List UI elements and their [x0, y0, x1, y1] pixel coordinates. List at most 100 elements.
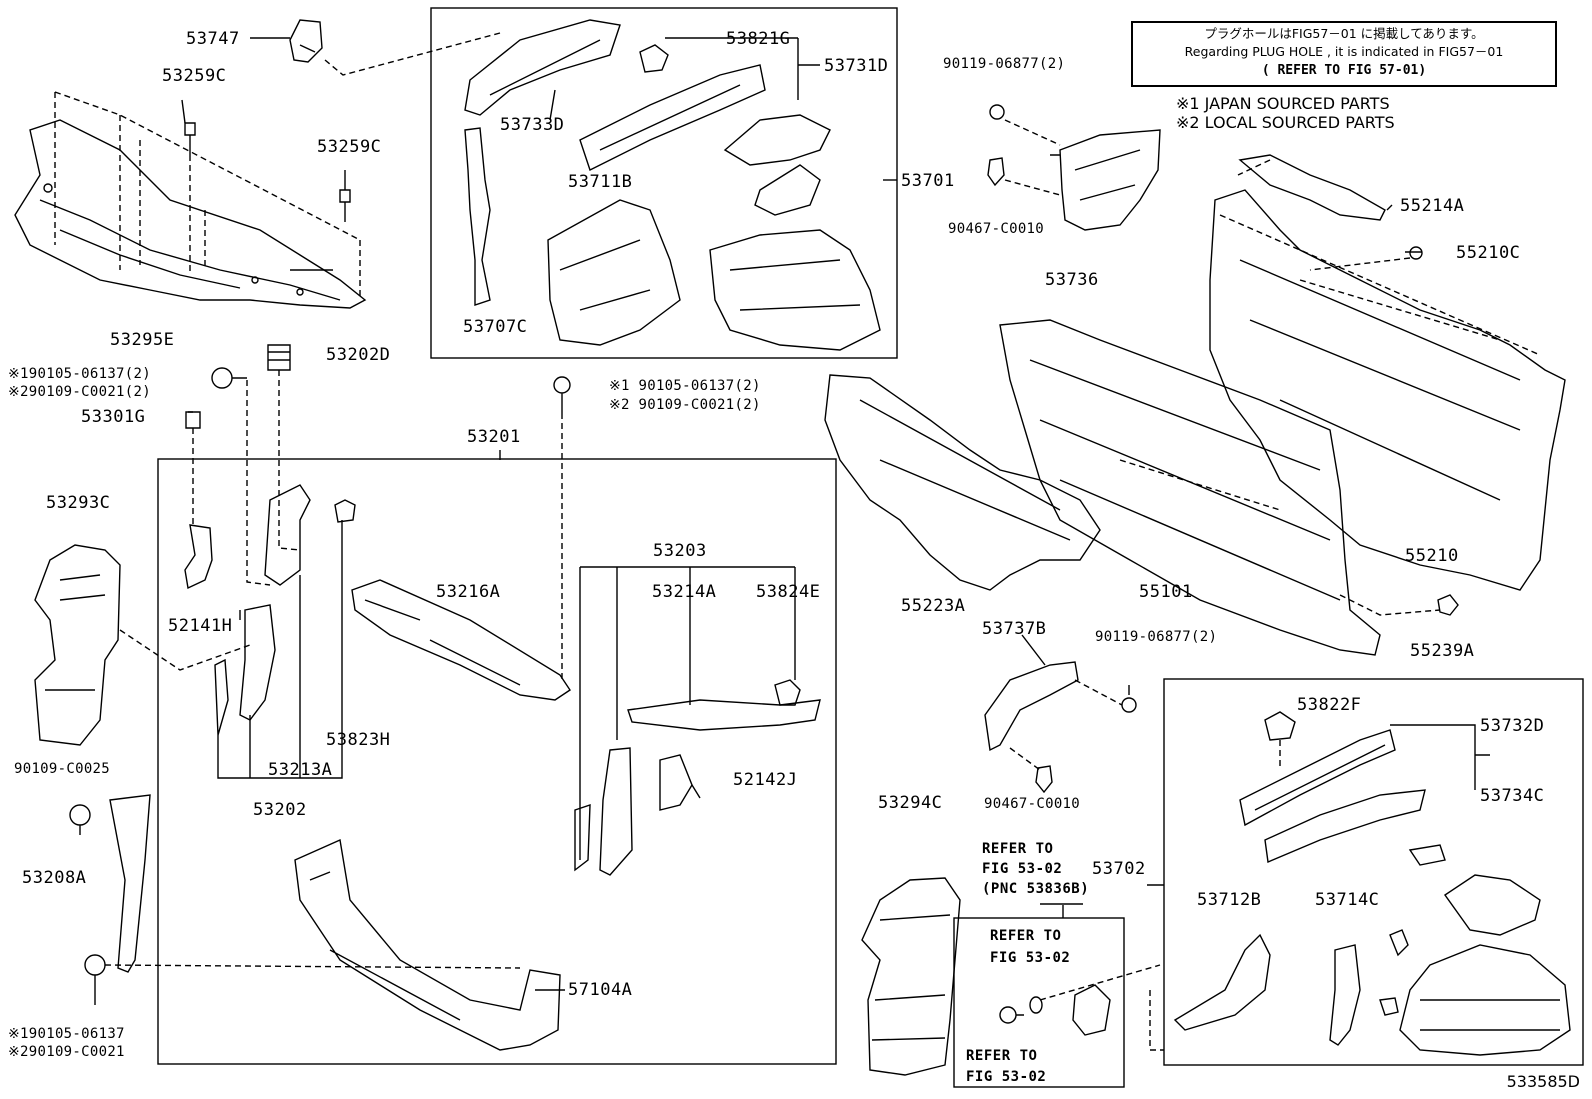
- label-90119-06877-a[interactable]: 90119-06877(2): [943, 56, 1066, 72]
- label-52142J[interactable]: 52142J: [733, 770, 798, 790]
- label-52141H[interactable]: 52141H: [168, 616, 233, 636]
- label-53702[interactable]: 53702: [1092, 859, 1146, 879]
- label-53202D[interactable]: 53202D: [326, 345, 391, 365]
- part-53707C: [464, 127, 491, 306]
- label-53301G[interactable]: 53301G: [81, 407, 146, 427]
- label-53712B[interactable]: 53712B: [1197, 890, 1262, 910]
- label-bolt-left-1[interactable]: ※190105-06137(2): [8, 366, 151, 382]
- part-53203-pillar: [574, 747, 633, 876]
- part-55101: [999, 319, 1381, 656]
- label-53294C[interactable]: 53294C: [878, 793, 943, 813]
- label-55214A[interactable]: 55214A: [1400, 196, 1465, 216]
- refer-3-line-b[interactable]: FIG 53-02: [966, 1069, 1047, 1085]
- part-53293C: [34, 544, 121, 746]
- label-53208A[interactable]: 53208A: [22, 868, 87, 888]
- label-55210[interactable]: 55210: [1405, 546, 1459, 566]
- label-53823H[interactable]: 53823H: [326, 730, 391, 750]
- label-55101[interactable]: 55101: [1139, 582, 1193, 602]
- label-90467-C0010-b[interactable]: 90467-C0010: [984, 796, 1081, 812]
- label-53731D[interactable]: 53731D: [824, 56, 889, 76]
- part-53737B: [984, 661, 1079, 752]
- bolt-ref: [999, 1006, 1024, 1024]
- label-90467-C0010-a[interactable]: 90467-C0010: [948, 221, 1045, 237]
- group-box-refer: [953, 917, 1125, 1088]
- part-53822F: [1264, 711, 1296, 741]
- part-53213A: [214, 484, 311, 736]
- part-53824E: [774, 679, 801, 706]
- group-box-53701: [430, 7, 898, 359]
- label-bolt-bl-1[interactable]: ※190105-06137: [8, 1026, 125, 1042]
- label-53733D[interactable]: 53733D: [500, 115, 565, 135]
- label-53822F[interactable]: 53822F: [1297, 695, 1362, 715]
- label-53295E[interactable]: 53295E: [110, 330, 175, 350]
- refer-2-line-a: REFER TO: [990, 928, 1062, 944]
- part-53301G: [185, 411, 201, 429]
- part-55210: [1209, 189, 1566, 591]
- part-53732D: [1239, 729, 1396, 827]
- label-53824E[interactable]: 53824E: [756, 582, 821, 602]
- part-53712B: [1173, 933, 1271, 1031]
- group-box-53201: [157, 458, 837, 1065]
- part-52142J: [659, 754, 693, 811]
- part-53208A: [109, 794, 151, 973]
- label-53293C[interactable]: 53293C: [46, 493, 111, 513]
- label-53737B[interactable]: 53737B: [982, 619, 1047, 639]
- label-55239A[interactable]: 55239A: [1410, 641, 1475, 661]
- part-clip-2: [1379, 929, 1409, 1016]
- bracket-53203: [579, 566, 796, 860]
- washer-ref: [1029, 996, 1043, 1014]
- label-53214A[interactable]: 53214A: [652, 582, 717, 602]
- label-90119-06877-b[interactable]: 90119-06877(2): [1095, 629, 1218, 645]
- part-apron-2: [1399, 944, 1571, 1056]
- part-53736: [1059, 129, 1161, 231]
- clip-53259C-a: [184, 122, 196, 155]
- label-55210C[interactable]: 55210C: [1456, 243, 1521, 263]
- part-52141H: [184, 524, 213, 590]
- label-53736[interactable]: 53736: [1045, 270, 1099, 290]
- label-90109-C0025[interactable]: 90109-C0025: [14, 761, 111, 777]
- label-53734C[interactable]: 53734C: [1480, 786, 1545, 806]
- refer-2-line-b[interactable]: FIG 53-02: [990, 950, 1071, 966]
- label-53259C-a[interactable]: 53259C: [162, 66, 227, 86]
- label-bolt-bl-2[interactable]: ※290109-C0021: [8, 1044, 125, 1060]
- part-53821G: [639, 44, 669, 73]
- part-55239A: [1437, 594, 1459, 616]
- group-box-53702: [1163, 678, 1584, 1066]
- part-53733D: [464, 19, 621, 116]
- legend-japan-sourced: ※1 JAPAN SOURCED PARTS: [1176, 94, 1390, 113]
- label-bolt-mid-2[interactable]: ※2 90109-C0021(2): [609, 397, 761, 413]
- part-53202D: [267, 344, 291, 371]
- dash-53295E-box: [54, 91, 361, 300]
- label-53259C-b[interactable]: 53259C: [317, 137, 382, 157]
- label-53714C[interactable]: 53714C: [1315, 890, 1380, 910]
- label-53201[interactable]: 53201: [467, 427, 521, 447]
- refer-1-line-c: (PNC 53836B): [982, 881, 1090, 897]
- part-53294C: [861, 877, 961, 1076]
- label-53213A[interactable]: 53213A: [268, 760, 333, 780]
- diagram-code: 533585D: [1506, 1072, 1580, 1091]
- note-refer-link[interactable]: ( REFER TO FIG 57-01): [1261, 63, 1427, 78]
- label-bolt-left-2[interactable]: ※290109-C0021(2): [8, 384, 151, 400]
- label-53202[interactable]: 53202: [253, 800, 307, 820]
- label-53701[interactable]: 53701: [901, 171, 955, 191]
- part-53216A: [351, 579, 571, 701]
- label-53732D[interactable]: 53732D: [1480, 716, 1545, 736]
- label-53747[interactable]: 53747: [186, 29, 240, 49]
- part-53214A: [627, 699, 821, 731]
- label-53216A[interactable]: 53216A: [436, 582, 501, 602]
- label-55223A[interactable]: 55223A: [901, 596, 966, 616]
- refer-3-line-a: REFER TO: [966, 1048, 1038, 1064]
- label-53203[interactable]: 53203: [653, 541, 707, 561]
- label-53711B[interactable]: 53711B: [568, 172, 633, 192]
- bolt-bottom-left: [84, 954, 106, 1005]
- label-bolt-mid-1[interactable]: ※1 90105-06137(2): [609, 378, 761, 394]
- part-55214A: [1238, 154, 1386, 221]
- refer-1-line-b[interactable]: FIG 53-02: [982, 861, 1063, 877]
- label-53821G[interactable]: 53821G: [726, 29, 791, 49]
- part-53731D: [579, 64, 766, 171]
- part-strut-tower: [723, 114, 831, 216]
- legend-local-sourced: ※2 LOCAL SOURCED PARTS: [1176, 113, 1395, 132]
- label-57104A[interactable]: 57104A: [568, 980, 633, 1000]
- label-53707C[interactable]: 53707C: [463, 317, 528, 337]
